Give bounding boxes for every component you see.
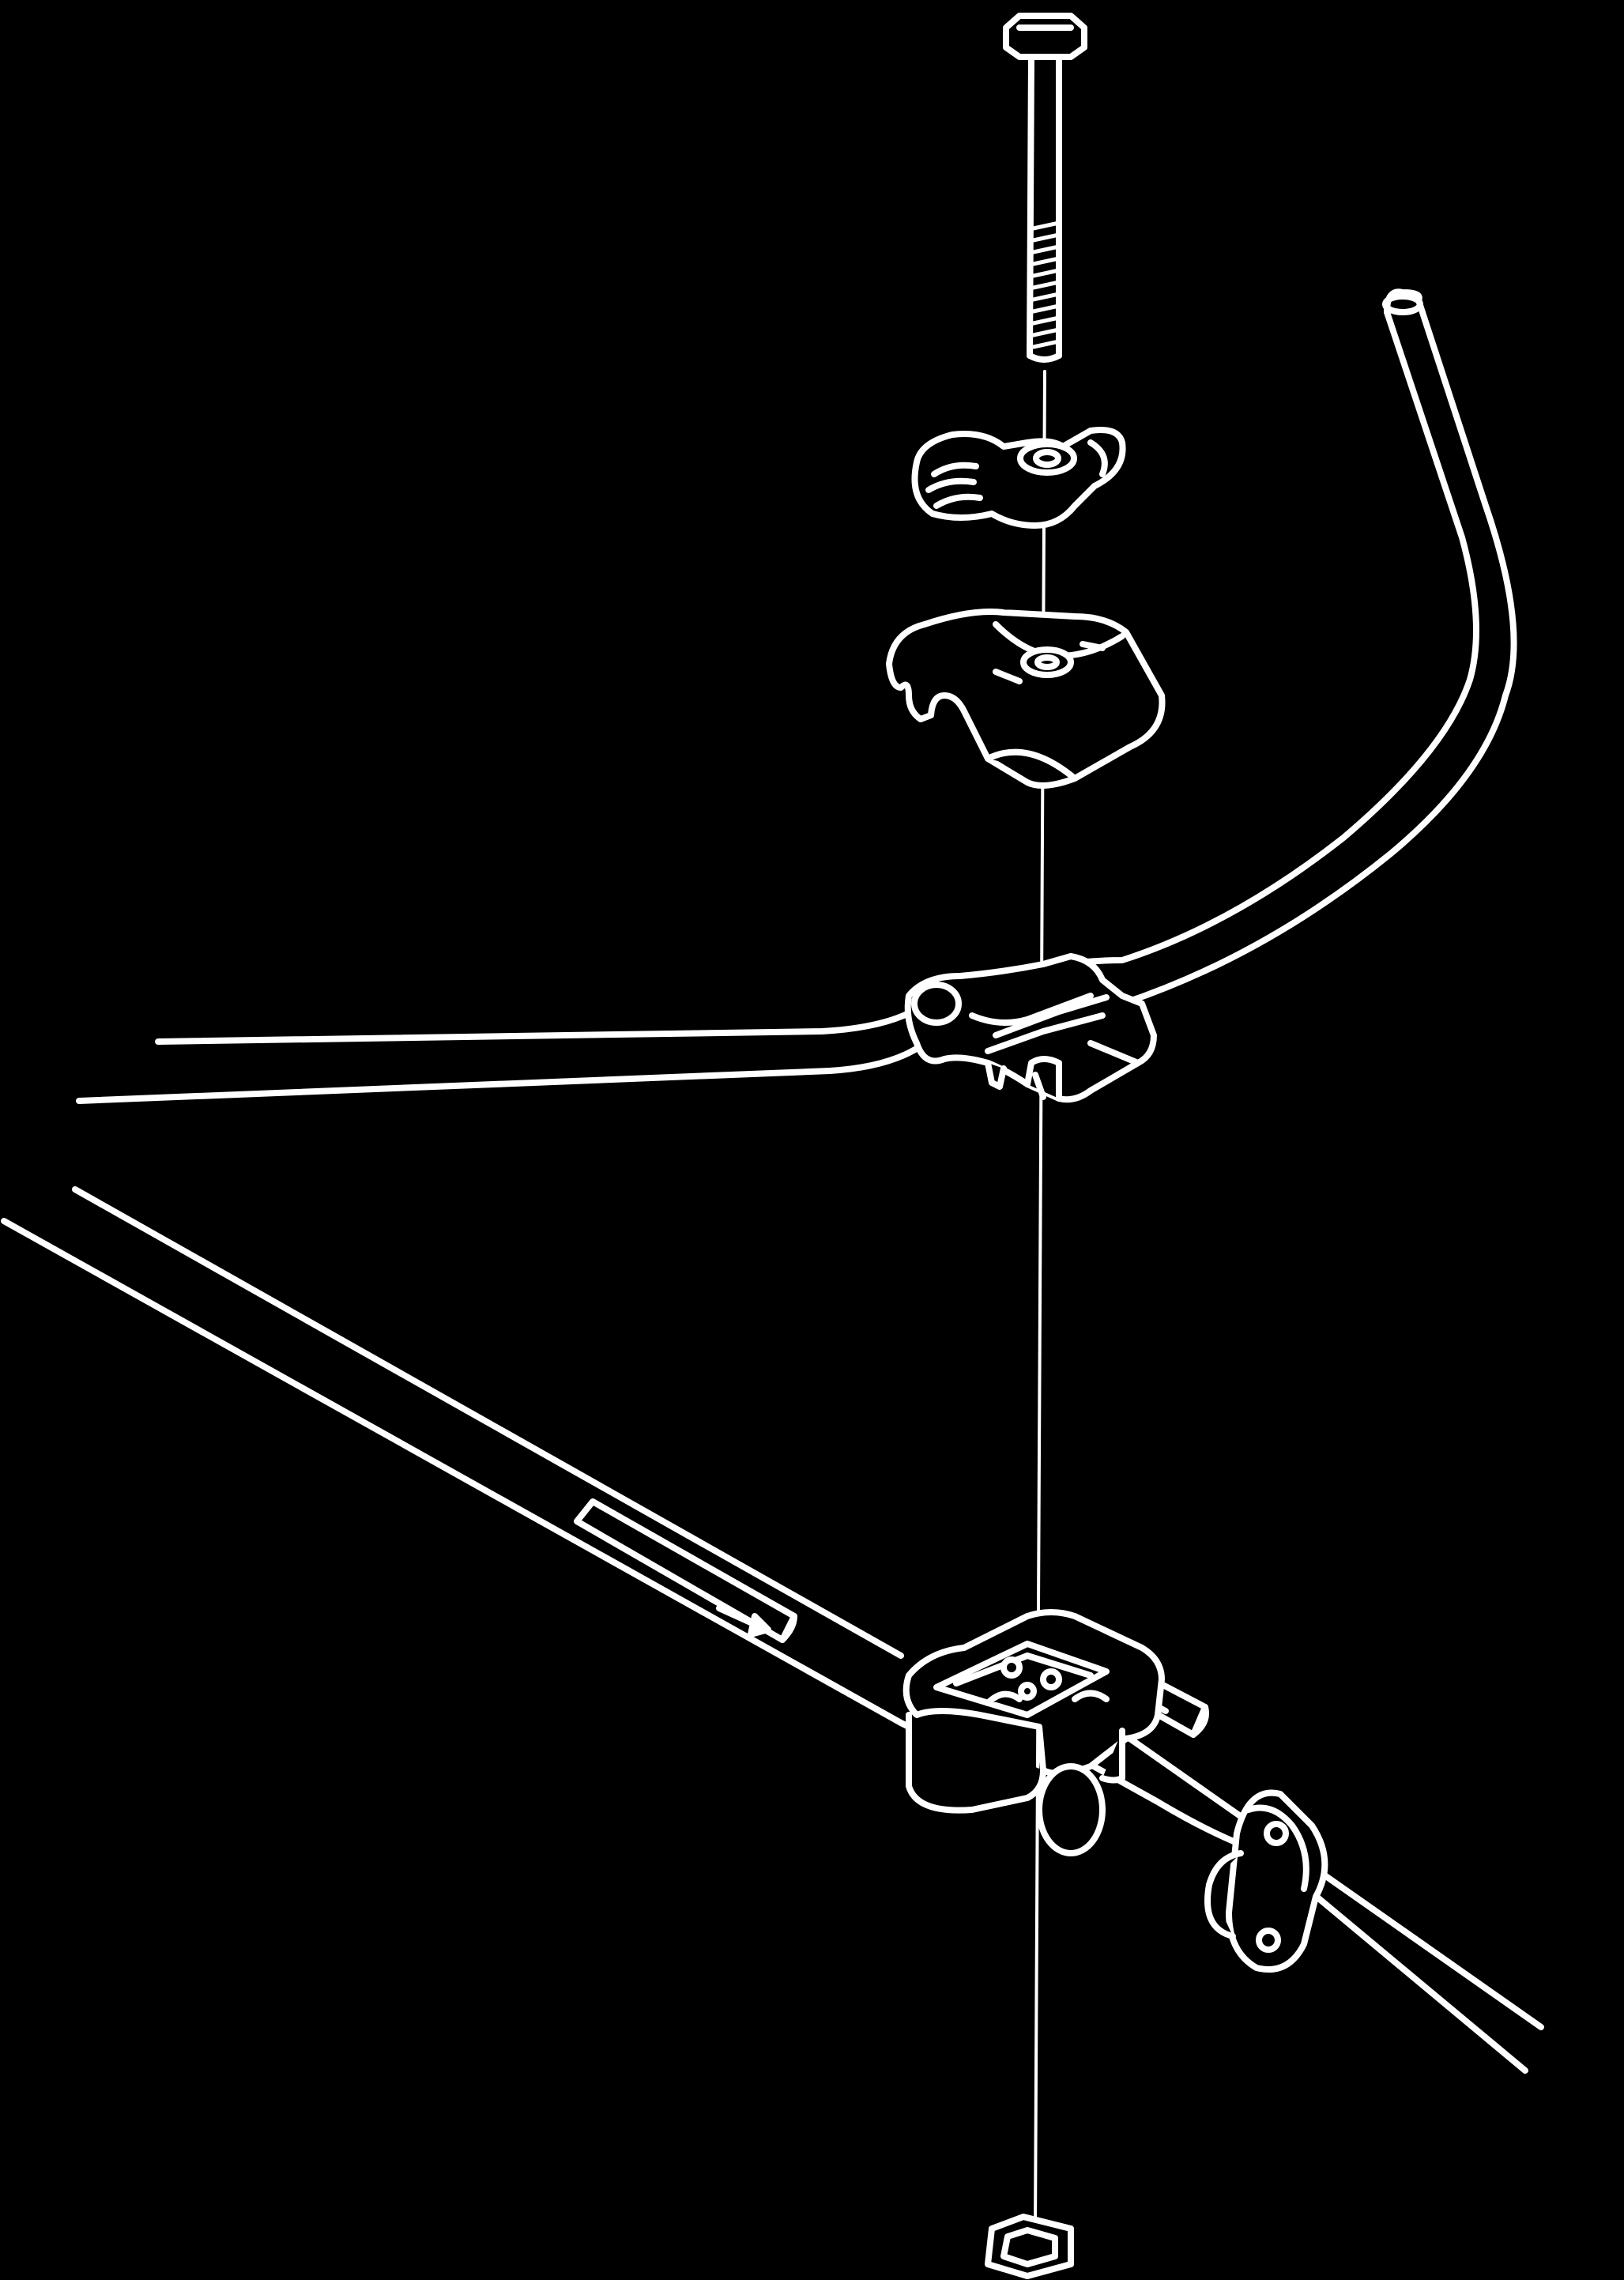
wing-nut — [911, 427, 1126, 529]
handle-clamp-body — [904, 953, 1157, 1103]
arrow-sticker-right — [574, 1498, 797, 1643]
shaft-tube — [1, 1186, 1544, 2074]
clamp-top-half — [886, 609, 1166, 789]
bolt-thread — [1027, 220, 1061, 350]
handle-bar — [76, 288, 1517, 1104]
square-nut — [985, 2214, 1074, 2279]
hex-bolt — [1003, 13, 1087, 363]
pipe-clip — [1204, 1789, 1328, 1973]
shaft-clamp-saddle — [902, 1609, 1165, 1856]
